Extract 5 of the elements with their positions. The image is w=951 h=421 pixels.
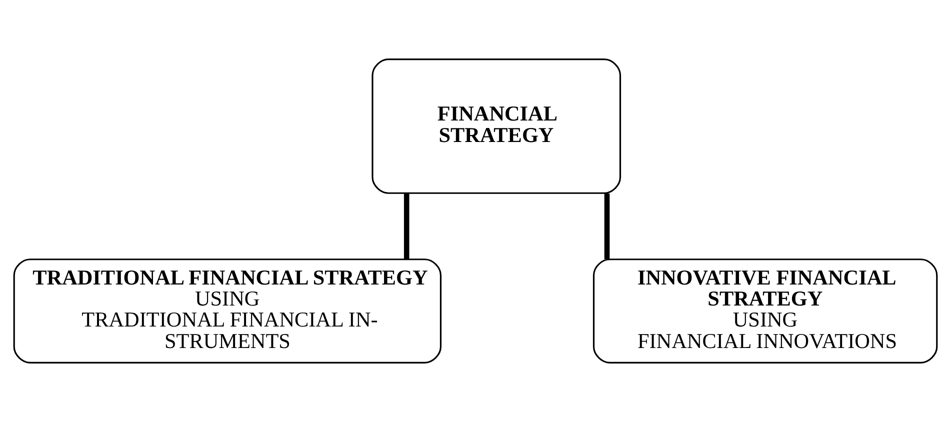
node-box: FINANCIAL STRATEGY — [372, 58, 622, 194]
connector — [604, 192, 610, 259]
node-box: TRADITIONAL FINANCIAL STRATEGY USING TRADITIONAL FINANCIAL IN- STRUMENTS — [13, 258, 442, 363]
connector — [404, 192, 410, 259]
node-box: INNOVATIVE FINANCIAL STRATEGY USING FINANCIAL INNOVATIONS — [592, 258, 938, 363]
